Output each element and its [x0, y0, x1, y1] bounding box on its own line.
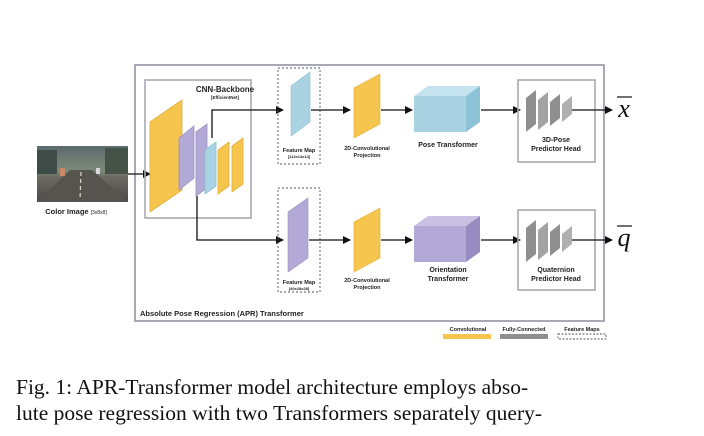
cnn-layers [149, 99, 244, 213]
cnn-backbone-title: CNN-Backbone [196, 85, 255, 94]
feature-map-top [290, 71, 311, 137]
legend: Convolutional Fully-Connected Feature Ma… [443, 327, 607, 340]
feature-map-top-box [277, 67, 321, 165]
projection-bottom-line2: Projection [354, 285, 382, 291]
frame-label: Absolute Pose Regression (APR) Transform… [140, 309, 304, 318]
legend-convolutional-label: Convolutional [450, 327, 487, 333]
head-top-box [517, 79, 596, 163]
orientation-transformer-line1: Orientation [429, 267, 466, 274]
legend-feature-maps-swatch [557, 333, 607, 340]
legend-convolutional-swatch [443, 334, 491, 339]
apr-transformer-frame [134, 64, 605, 322]
color-image [37, 146, 128, 202]
projection-top-line2: Projection [354, 153, 382, 159]
head-top-line1: 3D-Pose [542, 137, 570, 144]
feature-map-top-label: Feature Map [283, 148, 316, 154]
legend-fully-connected-swatch [500, 334, 548, 339]
color-image-label: Color Image[3x8x8] [45, 207, 107, 216]
pose-transformer-label: Pose Transformer [418, 142, 478, 149]
cnn-backbone-box [144, 79, 252, 219]
head-top-layers [526, 90, 572, 132]
orientation-transformer-line2: Transformer [428, 276, 469, 283]
head-bottom-line2: Predictor Head [531, 276, 581, 283]
output-x: x [617, 94, 630, 123]
head-bottom-layers [526, 220, 572, 262]
caption-line-2: lute pose regression with two Transforme… [16, 401, 543, 425]
feature-map-bottom-label: Feature Map [283, 280, 316, 286]
pose-transformer-block [414, 86, 480, 132]
feature-map-top-dims: [112x14x14] [288, 154, 311, 159]
feature-map-bottom-dims: [40x28x28] [289, 286, 310, 291]
cnn-backbone-subtitle: [EfficientNet] [211, 95, 240, 100]
legend-feature-maps-label: Feature Maps [564, 327, 599, 333]
legend-fully-connected-label: Fully-Connected [502, 327, 545, 333]
projection-bottom [353, 207, 381, 273]
projection-top-line1: 2D-Convolutional [344, 146, 390, 152]
caption-line-1: Fig. 1: APR-Transformer model architectu… [16, 375, 529, 399]
head-bottom-line1: Quaternion [537, 267, 574, 274]
figure-caption: Fig. 1: APR-Transformer model architectu… [16, 374, 696, 426]
head-top-line2: Predictor Head [531, 146, 581, 153]
output-q: q [618, 223, 631, 252]
head-bottom-box [517, 209, 596, 291]
projection-bottom-line1: 2D-Convolutional [344, 278, 390, 284]
projection-top [353, 73, 381, 139]
feature-map-bottom [287, 197, 309, 273]
architecture-diagram: Color Image[3x8x8] CNN-Backbone [Efficie… [37, 64, 632, 340]
orientation-transformer-block [414, 216, 480, 262]
